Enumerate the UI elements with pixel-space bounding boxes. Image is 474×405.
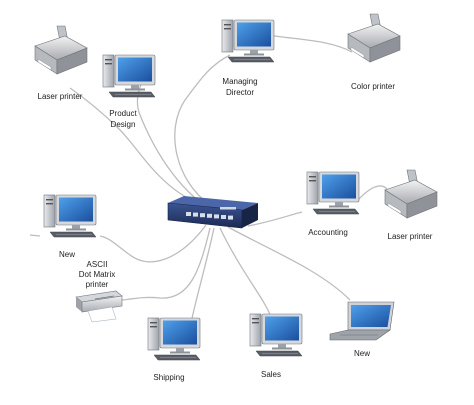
cable-laser-printer-left (69, 87, 206, 207)
label-laser-printer-right: Laser printer (388, 232, 433, 241)
laser-printer-icon-color (347, 13, 401, 63)
label-new-laptop: New (354, 349, 370, 358)
dot-matrix-printer-icon (75, 290, 123, 323)
desktop-computer-icon-new-left (43, 194, 97, 238)
network-cables (29, 34, 391, 331)
label-sales: Sales (261, 370, 281, 379)
cable-sales (219, 227, 271, 316)
label-ascii-line1: ASCII (87, 260, 108, 269)
cable-shipping (189, 227, 215, 331)
network-switch-icon (167, 196, 258, 229)
label-ascii-line3: printer (86, 280, 109, 289)
label-product-design-line2: Design (111, 120, 136, 129)
cable-product-design (136, 69, 206, 207)
label-managing-director-line2: Director (226, 88, 254, 97)
desktop-computer-icon-product-design (102, 54, 156, 98)
cable-managing-director (174, 54, 231, 206)
cable-color-printer (267, 34, 353, 53)
cable-ascii (119, 227, 211, 301)
label-shipping: Shipping (153, 373, 184, 382)
cable-new-left (99, 224, 207, 263)
cable-laptop (227, 226, 351, 301)
label-color-printer: Color printer (351, 82, 395, 91)
label-managing-director-line1: Managing (222, 77, 257, 86)
label-accounting: Accounting (308, 228, 348, 237)
label-ascii-line2: Dot Matrix (79, 270, 115, 279)
label-new-left: New (59, 250, 75, 259)
cable-accounting (247, 211, 303, 227)
desktop-computer-icon-sales (249, 313, 303, 357)
cable-tail-left (29, 234, 41, 237)
label-laser-printer-left: Laser printer (38, 92, 83, 101)
desktop-computer-icon-accounting (306, 171, 360, 215)
laser-printer-icon-right (384, 169, 438, 219)
desktop-computer-icon-shipping (147, 317, 201, 361)
label-product-design-line1: Product (109, 109, 137, 118)
laptop-icon (329, 301, 395, 341)
laser-printer-icon-left (34, 25, 88, 75)
